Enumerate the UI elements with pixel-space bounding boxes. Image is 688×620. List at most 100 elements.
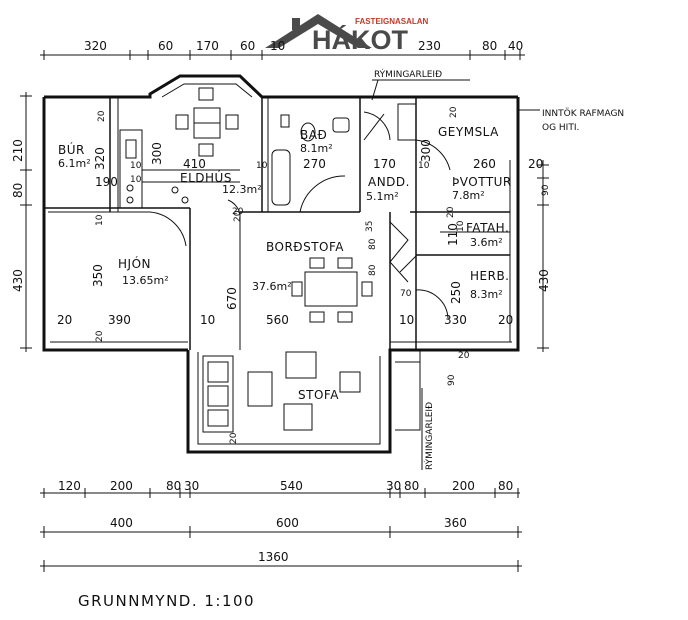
- dim-top-1: 60: [158, 39, 173, 53]
- kitchen-table-set: [175, 87, 239, 157]
- dim-bottom2-0: 400: [110, 516, 133, 530]
- living-room-furniture: [202, 351, 361, 433]
- dim-hjon-20a: 20: [57, 313, 72, 327]
- utility-inlet-label-1: INNTÖK RAFMAGN: [542, 108, 624, 119]
- dim-right-20: 20: [232, 207, 244, 217]
- dim-geym-h: 300: [419, 139, 433, 162]
- dim-herb-w: 330: [444, 313, 467, 327]
- dim-top-0: 320: [84, 39, 107, 53]
- room-name-hjon: HJÓN: [118, 256, 151, 271]
- dim-stofa-20: 20: [229, 432, 239, 444]
- dim-corr-35: 35: [365, 221, 375, 232]
- room-name-herb: HERB.: [470, 269, 510, 283]
- dim-fatah-10: 10: [456, 220, 466, 232]
- room-area-bur: 6.1m²: [58, 157, 91, 170]
- brand-logo: FASTEIGNASALAN HÁKOT: [265, 14, 429, 55]
- arrow-icon: [371, 79, 379, 101]
- dim-top-3: 60: [240, 39, 255, 53]
- bottom-dimension-row-1: 120 200 80 30 540 30 80 200 80: [40, 479, 520, 498]
- room-name-bad: BAÐ: [300, 128, 327, 142]
- dim-bottom1-4: 540: [280, 479, 303, 493]
- dim-left-0: 210: [11, 139, 25, 162]
- dim-top-4: 10: [270, 39, 285, 53]
- logo-brand: HÁKOT: [312, 24, 408, 55]
- room-name-thvottur: ÞVOTTUR: [452, 175, 512, 189]
- dim-bottom1-5: 30: [386, 479, 401, 493]
- dim-corr-70: 70: [400, 289, 412, 299]
- dim-top-5: 230: [418, 39, 441, 53]
- room-name-stofa: STOFA: [298, 388, 339, 402]
- dim-right-0: 20: [528, 157, 543, 171]
- sink-icon: [332, 117, 350, 133]
- room-area-herb: 8.3m²: [470, 288, 503, 301]
- emergency-exit-top-label: RÝMINGARLEIÐ: [374, 68, 442, 80]
- room-area-bad: 8.1m²: [300, 142, 333, 155]
- inner-dimensions: 190 320 410 300 20 10 10 270 10 170 10 3…: [57, 106, 513, 444]
- dim-corr-10: 10: [399, 313, 414, 327]
- room-area-thvottur: 7.8m²: [452, 189, 485, 202]
- dim-bad-w: 270: [303, 157, 326, 171]
- dim-right-2: 430: [537, 269, 551, 292]
- dim-geym-w: 260: [473, 157, 496, 171]
- dim-bottom1-1: 200: [110, 479, 133, 493]
- dim-bottom2-2: 360: [444, 516, 467, 530]
- dining-table-set: [291, 257, 373, 323]
- bottom-dimension-row-2: 400 600 360: [40, 516, 522, 538]
- logo-tagline: FASTEIGNASALAN: [355, 17, 429, 26]
- dim-bottom1-2: 80: [166, 479, 181, 493]
- toilet-icon: [300, 122, 316, 142]
- dim-bottom1-8: 80: [498, 479, 513, 493]
- dim-corr-80a: 80: [368, 238, 378, 250]
- dim-bottom1-0: 120: [58, 479, 81, 493]
- dim-bottom1-7: 200: [452, 479, 475, 493]
- room-area-hjon: 13.65m²: [122, 274, 169, 287]
- room-area-eldhus: 12.3m²: [222, 183, 262, 196]
- dim-left-20: 20: [233, 210, 243, 222]
- dim-top-7: 40: [508, 39, 523, 53]
- emergency-exit-right-label: RÝMINGARLEIÐ: [423, 402, 435, 470]
- dim-hjon-w: 390: [108, 313, 131, 327]
- plan-title: GRUNNMYND. 1:100: [78, 592, 255, 610]
- room-name-eldhus: ELDHÚS: [180, 170, 232, 185]
- dim-hjon-h: 350: [91, 264, 105, 287]
- bottom-dimension-total: 1360: [40, 550, 522, 572]
- room-area-bordstofa: 37.6m²: [252, 280, 292, 293]
- room-labels: BÚR 6.1m² ELDHÚS 12.3m² BAÐ 8.1m² GEYMSL…: [58, 125, 512, 402]
- dim-herb-20a: 20: [458, 351, 470, 361]
- interior-walls: [44, 97, 511, 431]
- room-name-bordstofa: BORÐSTOFA: [266, 240, 344, 254]
- annotations: RÝMINGARLEIÐ INNTÖK RAFMAGN OG HITI. RÝM…: [371, 68, 624, 470]
- room-area-fatah: 3.6m²: [470, 236, 503, 249]
- dim-bur-h: 320: [93, 147, 107, 170]
- dim-eldhus-w: 410: [183, 157, 206, 171]
- dim-bottom1-3: 30: [184, 479, 199, 493]
- room-name-geymsla: GEYMSLA: [438, 125, 499, 139]
- left-dimension-line: 210 80 430: [11, 92, 32, 352]
- dim-bur-w: 190: [95, 175, 118, 189]
- right-dimension-line: 20 90 430: [528, 157, 551, 352]
- dim-eldhus-h: 300: [150, 142, 164, 165]
- dim-step-90: 90: [447, 374, 457, 386]
- house-roof-icon: [265, 14, 372, 48]
- dim-right-1: 90: [541, 184, 551, 196]
- dim-andd-w: 170: [373, 157, 396, 171]
- dim-herb-h: 250: [449, 281, 463, 304]
- dim-bord-w: 560: [266, 313, 289, 327]
- dim-top-2: 170: [196, 39, 219, 53]
- dim-left-2: 430: [11, 269, 25, 292]
- dim-andd-10: 10: [418, 161, 430, 171]
- dim-bord-10a: 10: [200, 313, 215, 327]
- dim-bur-10a: 10: [130, 161, 142, 171]
- dim-left-1: 80: [11, 183, 25, 198]
- room-name-fatah: FATAH.: [466, 221, 509, 235]
- dim-geym-20: 20: [449, 106, 459, 118]
- dim-herb-20b: 20: [498, 313, 513, 327]
- dim-top-6: 80: [482, 39, 497, 53]
- bathtub-icon: [271, 149, 291, 206]
- dim-hjon-20b: 20: [95, 330, 105, 342]
- utility-inlet-label-2: OG HITI.: [542, 123, 579, 133]
- dim-fatah-20: 20: [446, 206, 456, 218]
- dim-bur-10b: 10: [130, 175, 142, 185]
